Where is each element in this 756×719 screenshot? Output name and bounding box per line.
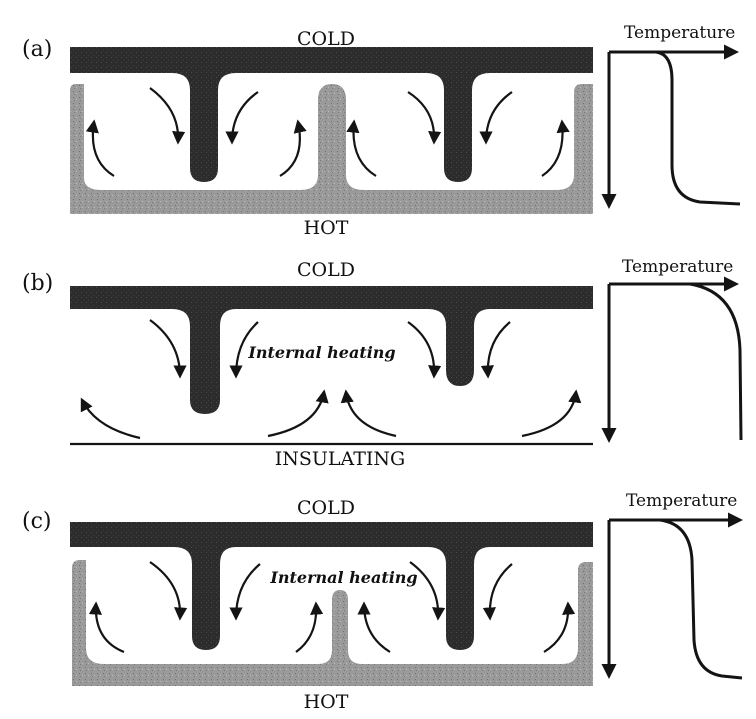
panel-a-label: (a) [22,37,52,62]
panel-a-temperature-profile: Temperature [601,23,741,209]
panel-b-top-boundary-label: COLD [297,259,355,281]
panel-a: (a) COLD HOT Temperature [22,23,741,239]
panel-c-internal-label: Internal heating [269,568,417,587]
panel-b: (b) COLD INSULATING Internal heating Tem… [22,257,743,470]
panel-c-temperature-profile: Temperature [601,491,743,680]
panel-b-label: (b) [22,271,53,296]
panel-b-internal-label: Internal heating [247,343,395,362]
panel-b-bottom-boundary-label: INSULATING [275,448,405,470]
panel-b-cold-layer [70,286,593,414]
panel-c: (c) COLD HOT Internal heating Temperatur… [22,491,743,713]
panel-c-top-boundary-label: COLD [297,497,355,519]
panel-b-flow-arrows [80,319,582,440]
panel-c-temperature-label: Temperature [626,491,737,511]
panel-a-hot-layer [70,84,593,214]
panel-c-hot-layer [72,560,593,686]
panel-a-bottom-boundary-label: HOT [304,217,349,239]
panel-a-top-boundary-label: COLD [297,28,355,50]
panel-a-cold-layer [70,47,593,182]
panel-b-temperature-profile: Temperature [601,257,743,443]
panel-c-bottom-boundary-label: HOT [304,691,349,713]
panel-a-flow-arrows [85,87,570,177]
panel-b-temperature-curve [609,282,743,441]
panel-b-temperature-label: Temperature [622,257,733,277]
panel-c-temperature-curve [609,518,743,680]
panel-c-label: (c) [22,509,52,534]
panel-c-flow-arrows [88,561,576,654]
panel-a-temperature-curve [609,50,741,206]
panel-a-temperature-label: Temperature [624,23,735,43]
panel-c-cold-layer [70,522,593,650]
